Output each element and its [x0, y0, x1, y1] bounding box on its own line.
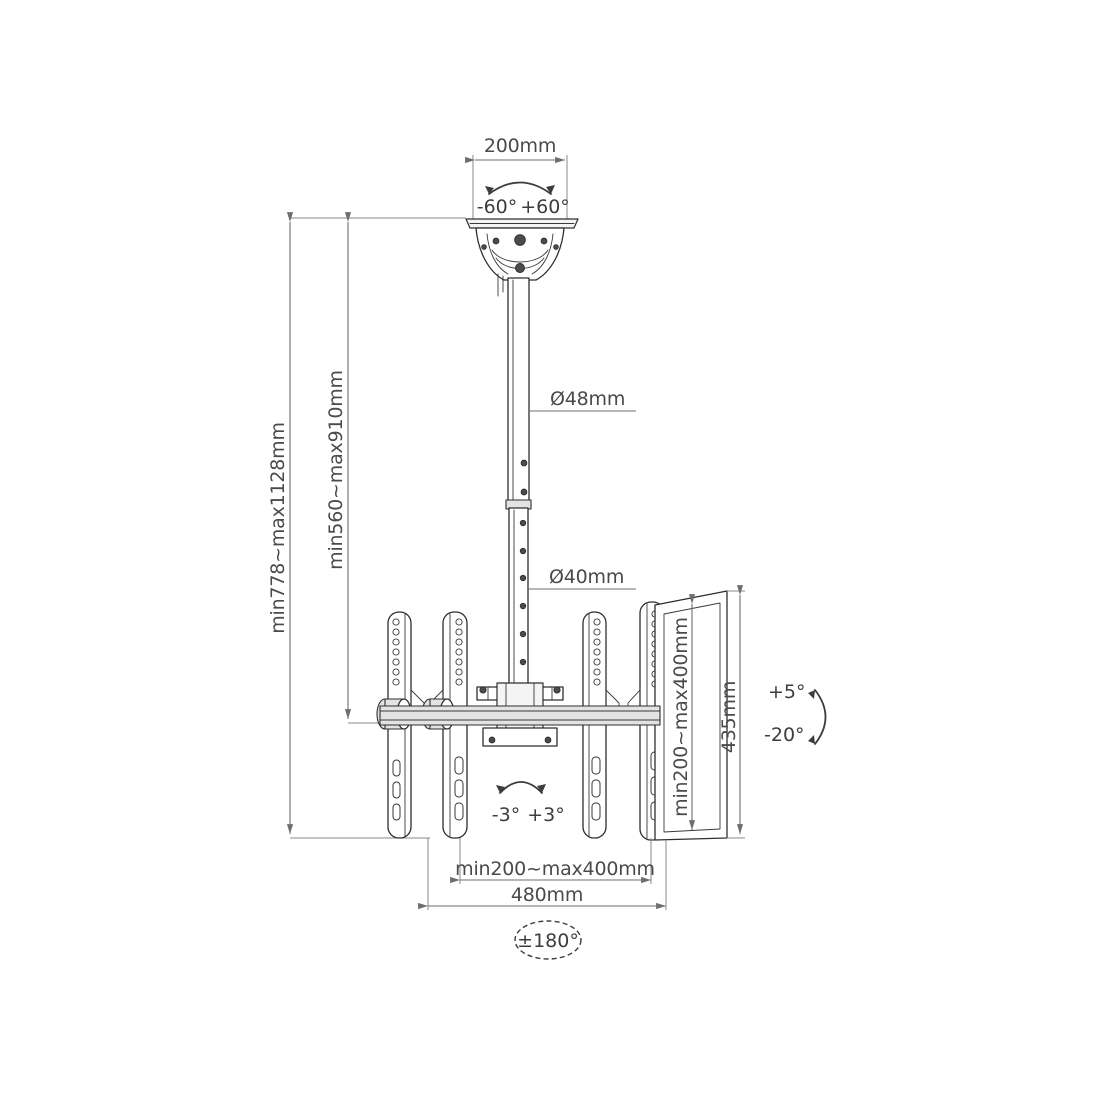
angle-label-swivel-positive: +60°: [520, 196, 570, 218]
upper-extension-pole: [507, 277, 530, 505]
dim-label-lower-pole-diameter: Ø40mm: [549, 566, 624, 588]
rail-perforations: [455, 618, 463, 686]
dimension-overall-width: 480mm: [418, 838, 667, 910]
angle-tilt-5-20: +5° -20°: [764, 681, 827, 746]
angle-label-roll-positive: +3°: [527, 804, 565, 826]
angle-rotation-180: ±180°: [514, 920, 582, 960]
dim-label-panel-height: 435mm: [718, 681, 740, 753]
angle-label-swivel-negative: -60°: [477, 196, 518, 218]
angle-roll-3: -3° +3°: [492, 781, 565, 826]
ceiling-mount-plate: [465, 218, 579, 229]
dimension-top-plate-width: 200mm: [465, 135, 568, 222]
dimension-bracket-width-range: min200~max400mm: [450, 838, 655, 884]
dimension-pole-drop: min560~max910mm: [325, 212, 466, 724]
dim-label-top-plate-width: 200mm: [484, 135, 556, 157]
dim-label-overall-width: 480mm: [511, 884, 583, 906]
dimension-panel-height: 435mm: [718, 585, 745, 839]
angle-label-tilt-positive: +5°: [768, 681, 806, 703]
angle-label-rotation: ±180°: [517, 930, 579, 952]
dim-label-panel-height-range: min200~max400mm: [670, 617, 692, 817]
angle-label-roll-negative: -3°: [492, 804, 520, 826]
dim-label-total-drop: min778~max1128mm: [267, 422, 289, 634]
dimension-panel-height-range: min200~max400mm: [670, 594, 696, 830]
dimension-lower-pole-diameter: Ø40mm: [528, 566, 636, 590]
horizontal-crossbar: [379, 705, 661, 726]
rail-perforations: [392, 618, 400, 686]
swivel-head: [475, 227, 565, 297]
dimension-upper-pole-diameter: Ø48mm: [529, 388, 636, 412]
angle-swivel-60: -60° +60°: [477, 181, 570, 218]
rail-perforations: [593, 618, 601, 686]
dim-label-pole-drop: min560~max910mm: [325, 370, 347, 570]
dimension-total-drop: min778~max1128mm: [267, 212, 466, 839]
angle-label-tilt-negative: -20°: [764, 724, 805, 746]
dim-label-upper-pole-diameter: Ø48mm: [550, 388, 625, 410]
dim-label-bracket-width-range: min200~max400mm: [455, 858, 655, 880]
